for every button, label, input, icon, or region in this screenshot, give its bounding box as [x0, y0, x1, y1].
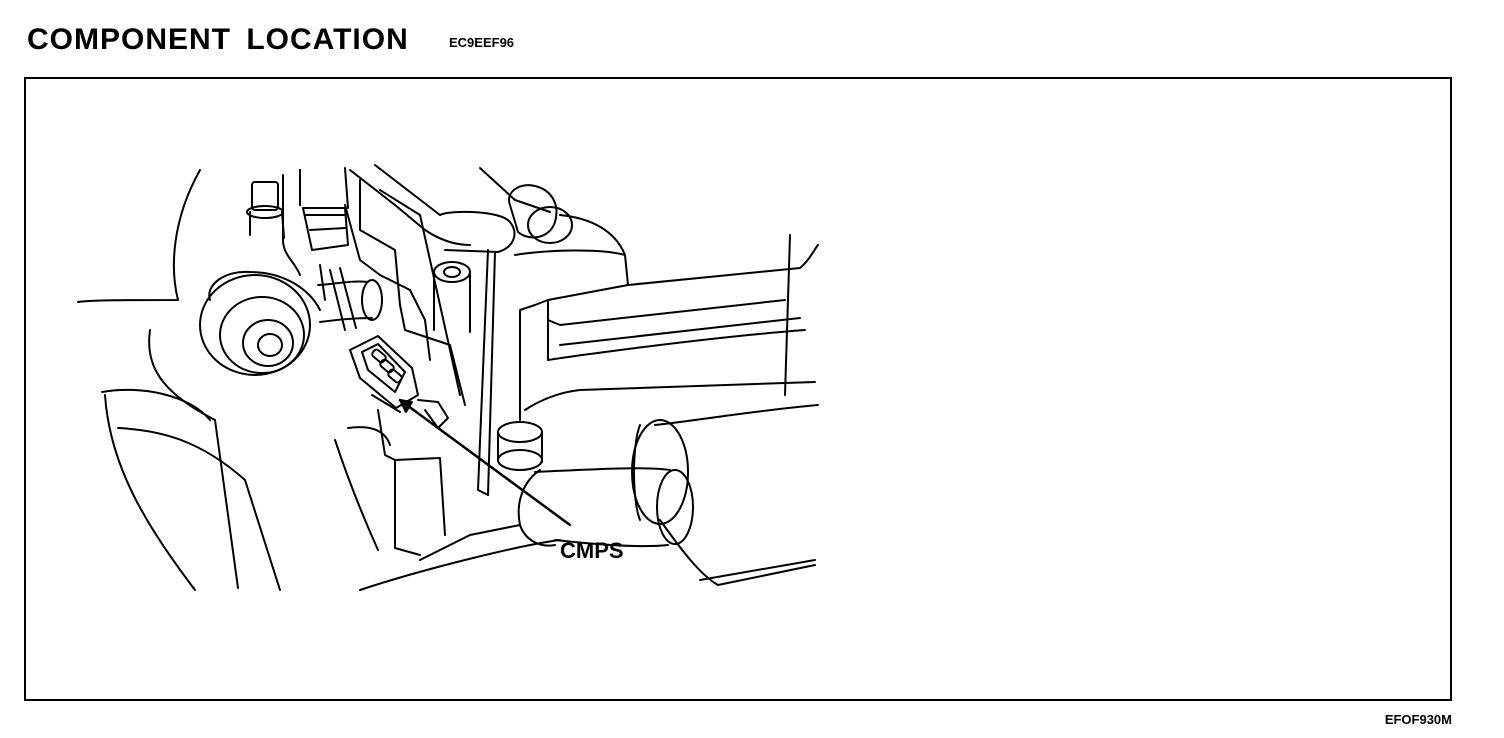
fg-pipe-lower [554, 539, 669, 548]
cmps-label: CMPS [560, 538, 624, 563]
lower-strut [359, 539, 561, 591]
pipe-lower-edge [659, 519, 816, 586]
fg-pipe-curve [517, 469, 556, 547]
document-code: EC9EEF96 [449, 35, 515, 50]
rod-collar-bottom [497, 449, 543, 471]
center-plate-line [344, 204, 411, 291]
sensor-housing-3 [334, 439, 379, 551]
injector-connector [302, 207, 349, 251]
cmps-tab [417, 399, 449, 429]
engine-housing-outline [77, 169, 201, 303]
cmps-connector-body [349, 335, 419, 409]
right-block-mid [547, 329, 806, 361]
page-title: COMPONENT LOCATION [27, 23, 409, 56]
center-plate-line-2 [409, 289, 431, 361]
engine-lower-curve [104, 394, 196, 591]
engine-housing-outline-2 [148, 329, 239, 589]
figure-frame [24, 77, 1452, 701]
dipstick-rod [477, 249, 496, 496]
hose-clip [329, 267, 357, 331]
cmps-pin-3 [387, 368, 403, 384]
regulator-outer [199, 274, 311, 376]
upper-bracket-top [374, 164, 441, 216]
bracket-plate [349, 169, 471, 246]
bracket-edge [399, 304, 466, 406]
cmps-leader-arrow [399, 399, 413, 413]
hose-lower [319, 317, 373, 323]
bracket-plate-edge [359, 179, 401, 306]
regulator-ring-inner [242, 319, 294, 367]
bracket-long-edge [379, 189, 461, 396]
fg-pipe-end [656, 469, 694, 545]
bottom-right-lines [699, 559, 816, 581]
cmps-pin-2 [379, 358, 395, 374]
injector-connector-detail [305, 214, 346, 231]
left-plate-edge [319, 264, 326, 301]
regulator-ring [219, 296, 305, 374]
post-top [433, 261, 471, 283]
hose-end [361, 279, 383, 321]
regulator-center [257, 333, 283, 357]
bolt-head [251, 181, 279, 211]
pipe-upper-edge [654, 404, 819, 426]
regulator-back [208, 270, 321, 311]
right-bolt-lines [514, 199, 626, 256]
bolt-washer [246, 205, 284, 219]
rod-collar-body [497, 431, 543, 463]
upper-bracket [439, 210, 516, 253]
cmps-connector [349, 335, 449, 429]
figure-code: EFOF930M [1384, 712, 1452, 727]
engine-lower-curve-2 [117, 427, 281, 591]
post-hole [443, 266, 461, 278]
right-block-side [784, 234, 791, 396]
engine-housing-curve [101, 388, 211, 421]
right-block-lower [524, 381, 816, 411]
right-bolt-washer [527, 206, 573, 244]
rod-collar-top [497, 421, 543, 443]
right-block-step [547, 299, 786, 326]
sensor-housing-4 [347, 426, 391, 446]
post-body [433, 271, 471, 333]
fg-pipe-upper [534, 467, 671, 473]
housing-vertical-line [282, 174, 301, 276]
hose-upper [317, 280, 369, 286]
sensor-housing-2 [394, 459, 421, 556]
right-block-vertical [519, 299, 549, 421]
lower-strut-2 [419, 524, 521, 561]
sensor-housing [377, 409, 446, 536]
injector-body [299, 167, 349, 209]
right-block-top [514, 249, 629, 361]
cmps-leader-line [398, 398, 572, 527]
right-block-right [627, 244, 819, 286]
cmps-base [371, 394, 401, 413]
pipe-inner [633, 424, 641, 521]
pipe-end-outer [631, 419, 689, 525]
right-block-step-2 [559, 317, 801, 346]
